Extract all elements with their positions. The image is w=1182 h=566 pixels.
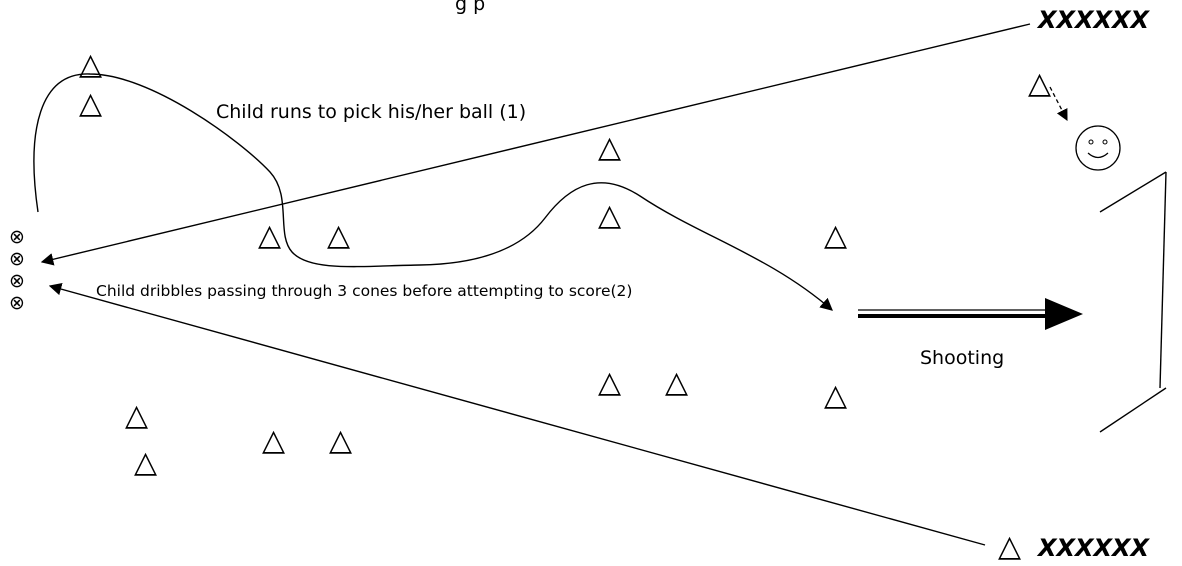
run-path-line xyxy=(40,23,1031,266)
team-bottom-label: XXXXXX xyxy=(1036,534,1151,562)
cone-icon: △ xyxy=(598,365,621,400)
cone-icon: △ xyxy=(327,218,350,253)
cone-icon: △ xyxy=(134,445,157,480)
dashed-arrow xyxy=(1049,86,1068,122)
cone-icon: △ xyxy=(598,198,621,233)
top-partial-text: g p xyxy=(455,0,485,15)
cone-icon: △ xyxy=(79,47,102,82)
cone-icon: △ xyxy=(824,218,847,253)
ball-icon: ⊗ xyxy=(9,270,25,292)
smiley-face-icon xyxy=(1075,125,1121,171)
shooting-arrow xyxy=(858,298,1083,330)
cone-icon: △ xyxy=(598,130,621,165)
dribble-label: Child dribbles passing through 3 cones b… xyxy=(96,282,632,300)
return-path-line xyxy=(48,282,986,546)
run-label: Child runs to pick his/her ball (1) xyxy=(216,101,526,123)
team-top-label: XXXXXX xyxy=(1036,6,1151,34)
cones: △ △ △ △ △ △ △ △ △ △ △ △ △ △ △ △ xyxy=(79,47,1051,564)
ball-icon: ⊗ xyxy=(9,226,25,248)
cone-icon: △ xyxy=(1028,66,1051,101)
cone-icon: △ xyxy=(665,365,688,400)
cone-icon: △ xyxy=(998,529,1021,564)
cone-icon: △ xyxy=(79,86,102,121)
dribble-path-curve xyxy=(33,73,833,311)
ball-icon: ⊗ xyxy=(9,248,25,270)
cone-icon: △ xyxy=(824,378,847,413)
cone-icon: △ xyxy=(125,398,148,433)
ball-icon: ⊗ xyxy=(9,292,25,314)
goal-frame xyxy=(1099,171,1167,433)
shooting-label: Shooting xyxy=(920,347,1004,369)
cone-icon: △ xyxy=(329,423,352,458)
cone-icon: △ xyxy=(258,218,281,253)
ball-stack: ⊗ ⊗ ⊗ ⊗ xyxy=(9,226,25,314)
cone-icon: △ xyxy=(262,423,285,458)
